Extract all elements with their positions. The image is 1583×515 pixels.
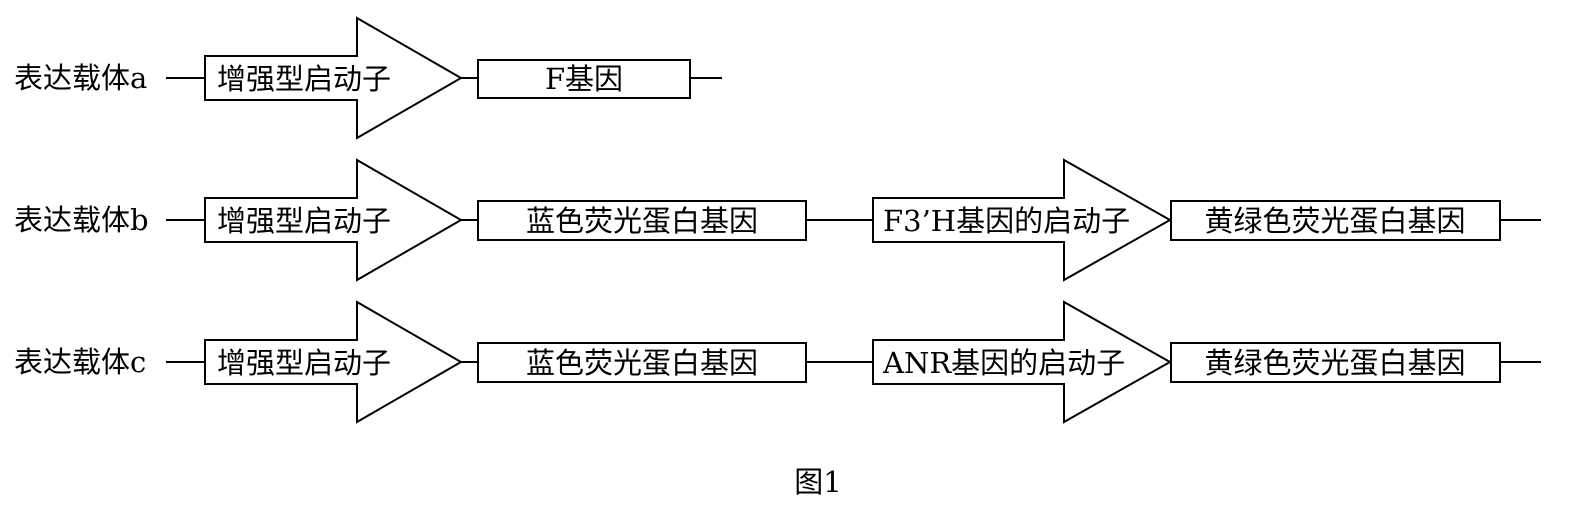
vector-c-promoter-2: ANR基因的启动子: [872, 300, 1173, 424]
vector-a: 表达载体a 增强型启动子 F基因: [14, 16, 722, 140]
promoter-label: 增强型启动子: [217, 346, 391, 380]
gene-box: [477, 59, 691, 99]
gene-box: [1170, 200, 1501, 241]
vector-c-gene-2: 黄绿色荧光蛋白基因: [1170, 342, 1501, 383]
promoter-arrow: [204, 300, 464, 424]
vector-c-promoter-1: 增强型启动子: [204, 300, 464, 424]
promoter-arrow: [872, 300, 1173, 424]
gene-label: 黄绿色荧光蛋白基因: [1204, 204, 1465, 238]
promoter-label: F3’H基因的启动子: [883, 204, 1130, 238]
gene-label: F基因: [545, 62, 623, 96]
vector-a-promoter: 增强型启动子: [204, 16, 464, 140]
figure-caption: 图1: [794, 465, 841, 499]
vector-b-promoter-2: F3’H基因的启动子: [872, 158, 1173, 282]
vector-b-promoter-1: 增强型启动子: [204, 158, 464, 282]
gene-label: 黄绿色荧光蛋白基因: [1204, 346, 1465, 380]
gene-box: [477, 200, 807, 241]
vector-a-gene: F基因: [477, 59, 691, 99]
promoter-label: ANR基因的启动子: [882, 346, 1125, 380]
vector-c: 表达载体c 增强型启动子 蓝色荧光蛋白基因 ANR基因的启动子 黄绿色荧光蛋白基…: [14, 300, 1541, 424]
promoter-label: 增强型启动子: [217, 62, 391, 96]
promoter-arrow: [204, 16, 464, 140]
vector-a-name: 表达载体a: [14, 61, 147, 95]
vector-c-name: 表达载体c: [14, 345, 146, 379]
vector-b-name: 表达载体b: [14, 203, 149, 237]
promoter-arrow: [872, 158, 1173, 282]
vector-b: 表达载体b 增强型启动子 蓝色荧光蛋白基因 F3’H基因的启动子 黄绿色荧光蛋白…: [14, 158, 1541, 282]
vector-c-gene-1: 蓝色荧光蛋白基因: [477, 342, 807, 383]
promoter-arrow: [204, 158, 464, 282]
promoter-label: 增强型启动子: [217, 204, 391, 238]
gene-label: 蓝色荧光蛋白基因: [526, 346, 758, 380]
vector-b-gene-1: 蓝色荧光蛋白基因: [477, 200, 807, 241]
gene-label: 蓝色荧光蛋白基因: [526, 204, 758, 238]
gene-box: [477, 342, 807, 383]
vector-b-gene-2: 黄绿色荧光蛋白基因: [1170, 200, 1501, 241]
